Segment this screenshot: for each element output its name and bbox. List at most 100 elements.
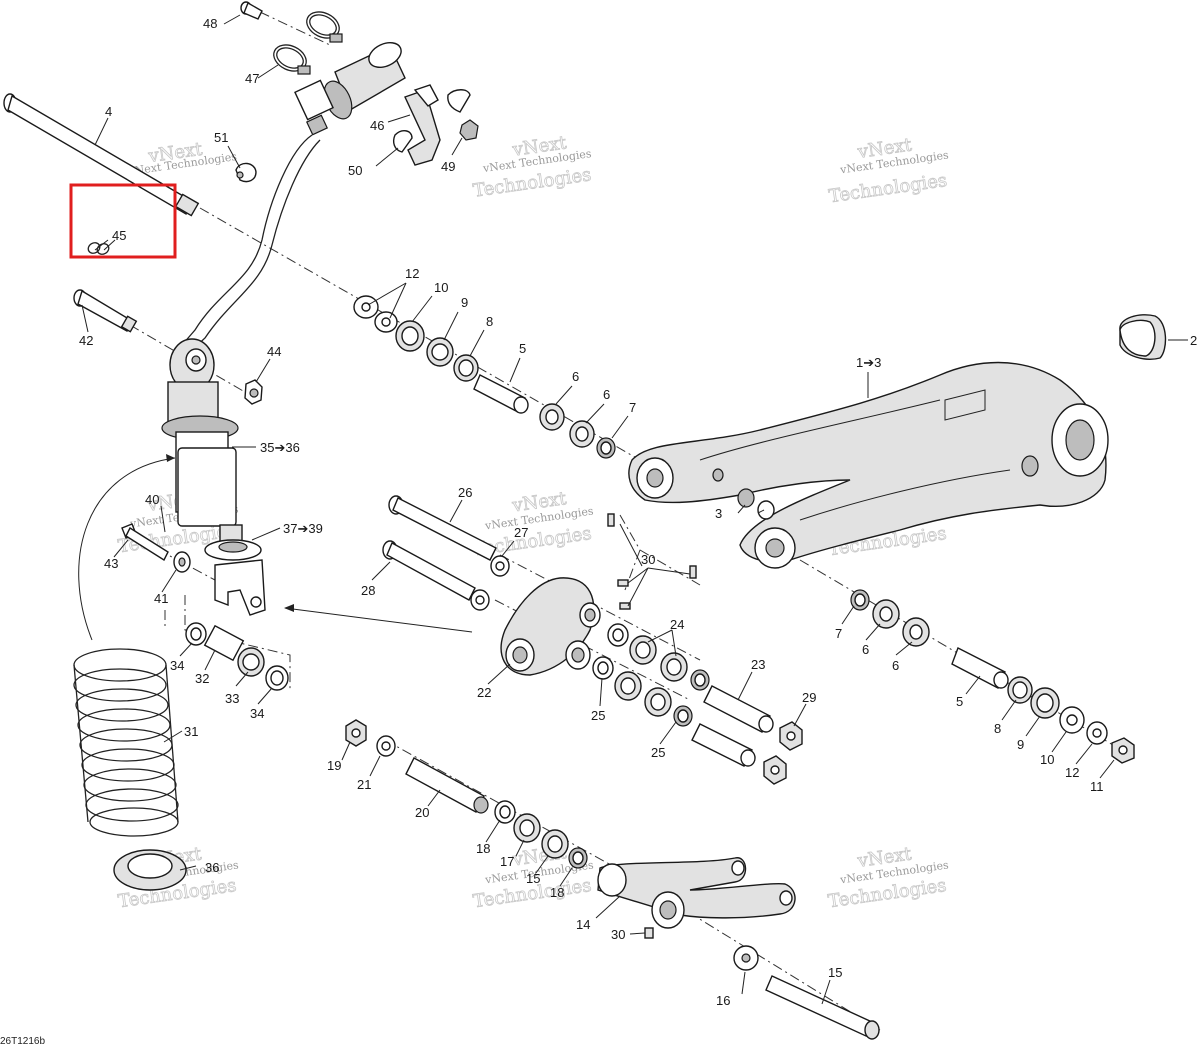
part-sleeves-23 — [691, 685, 774, 767]
callout-labels: 48 47 4 51 46 50 49 45 42 12 10 9 8 5 6 … — [79, 16, 1197, 1008]
callout-34: 34 — [170, 658, 184, 673]
callout-37-39: 37➔39 — [283, 521, 323, 536]
callout-43: 43 — [104, 556, 118, 571]
callout-5: 5 — [519, 341, 526, 356]
part-washer-16 — [733, 945, 759, 971]
part-spring-seat-36 — [113, 849, 187, 891]
callout-9: 9 — [1017, 737, 1024, 752]
callout-10: 10 — [1040, 752, 1054, 767]
part-link-arm-14 — [597, 857, 796, 929]
callout-12: 12 — [405, 266, 419, 281]
callout-48: 48 — [203, 16, 217, 31]
callout-6: 6 — [862, 642, 869, 657]
callout-30: 30 — [641, 552, 655, 567]
callout-3: 3 — [715, 506, 722, 521]
part-reservoir — [181, 42, 406, 351]
callout-36: 36 — [205, 860, 219, 875]
callout-16: 16 — [716, 993, 730, 1008]
callout-1-3: 1➔3 — [856, 355, 881, 370]
callout-23: 23 — [751, 657, 765, 672]
callout-46: 46 — [370, 118, 384, 133]
callout-18: 18 — [550, 885, 564, 900]
part-clip-51 — [235, 162, 257, 183]
part-swing-arm — [628, 361, 1109, 569]
part-spring-31 — [73, 648, 179, 837]
callout-41: 41 — [154, 591, 168, 606]
callout-22: 22 — [477, 685, 491, 700]
callout-6: 6 — [603, 387, 610, 402]
part-cap-2 — [1119, 314, 1167, 360]
callout-42: 42 — [79, 333, 93, 348]
callout-18: 18 — [476, 841, 490, 856]
callout-24: 24 — [670, 617, 684, 632]
part-caps-3 — [737, 488, 775, 520]
callout-17: 17 — [500, 854, 514, 869]
callout-15: 15 — [526, 871, 540, 886]
part-orings-45 — [87, 242, 110, 255]
callout-40: 40 — [145, 492, 159, 507]
callout-44: 44 — [267, 344, 281, 359]
callout-12: 12 — [1065, 765, 1079, 780]
part-lower-link-hardware — [345, 719, 588, 869]
part-stack-upper — [353, 295, 616, 459]
callout-19: 19 — [327, 758, 341, 773]
callout-6: 6 — [572, 369, 579, 384]
callout-4: 4 — [105, 104, 112, 119]
part-clamps-47 — [273, 11, 343, 75]
part-bracket-46 — [393, 84, 479, 166]
callout-32: 32 — [195, 671, 209, 686]
callout-7: 7 — [835, 626, 842, 641]
callout-2: 2 — [1190, 333, 1197, 348]
callout-21: 21 — [357, 777, 371, 792]
callout-20: 20 — [415, 805, 429, 820]
part-clevis-37 — [214, 559, 266, 616]
arrow-head — [166, 454, 175, 462]
part-bolt-26 — [388, 495, 497, 561]
part-bolt-15 — [765, 975, 880, 1040]
part-shock-35 — [161, 338, 262, 561]
callout-34: 34 — [250, 706, 264, 721]
callout-35-36: 35➔36 — [260, 440, 300, 455]
part-bushings-32-34 — [185, 622, 289, 691]
callout-11: 11 — [1090, 779, 1104, 794]
rocker-assembly-arrow — [284, 607, 473, 633]
callout-31: 31 — [184, 724, 198, 739]
callout-14: 14 — [576, 917, 590, 932]
part-grease-fittings-30 — [607, 513, 697, 939]
arrow-head — [284, 604, 294, 612]
part-nut-44 — [244, 379, 263, 405]
part-washer-41 — [173, 551, 191, 573]
part-bolt-42 — [73, 289, 138, 333]
diagram-reference-code: 26T1216b — [0, 1036, 46, 1047]
part-rocker-22 — [500, 577, 601, 676]
callout-25: 25 — [651, 745, 665, 760]
callout-8: 8 — [994, 721, 1001, 736]
part-washers-27 — [470, 555, 510, 611]
callout-27: 27 — [514, 525, 528, 540]
callout-30: 30 — [611, 927, 625, 942]
callout-29: 29 — [802, 690, 816, 705]
part-bolt-28 — [382, 540, 476, 601]
callout-26: 26 — [458, 485, 472, 500]
callout-47: 47 — [245, 71, 259, 86]
highlight-box-45 — [69, 183, 177, 259]
spring-assembly-arrow — [78, 457, 176, 641]
part-bolt-48 — [240, 1, 263, 20]
callout-15: 15 — [828, 965, 842, 980]
callout-8: 8 — [486, 314, 493, 329]
callout-5: 5 — [956, 694, 963, 709]
callout-28: 28 — [361, 583, 375, 598]
callout-25: 25 — [591, 708, 605, 723]
callout-33: 33 — [225, 691, 239, 706]
callout-45: 45 — [112, 228, 126, 243]
callout-7: 7 — [629, 400, 636, 415]
part-bolt-43 — [121, 523, 169, 562]
leader-lines — [81, 14, 1188, 1005]
callout-50: 50 — [348, 163, 362, 178]
callout-9: 9 — [461, 295, 468, 310]
callout-10: 10 — [434, 280, 448, 295]
callout-51: 51 — [214, 130, 228, 145]
callout-49: 49 — [441, 159, 455, 174]
callout-6: 6 — [892, 658, 899, 673]
